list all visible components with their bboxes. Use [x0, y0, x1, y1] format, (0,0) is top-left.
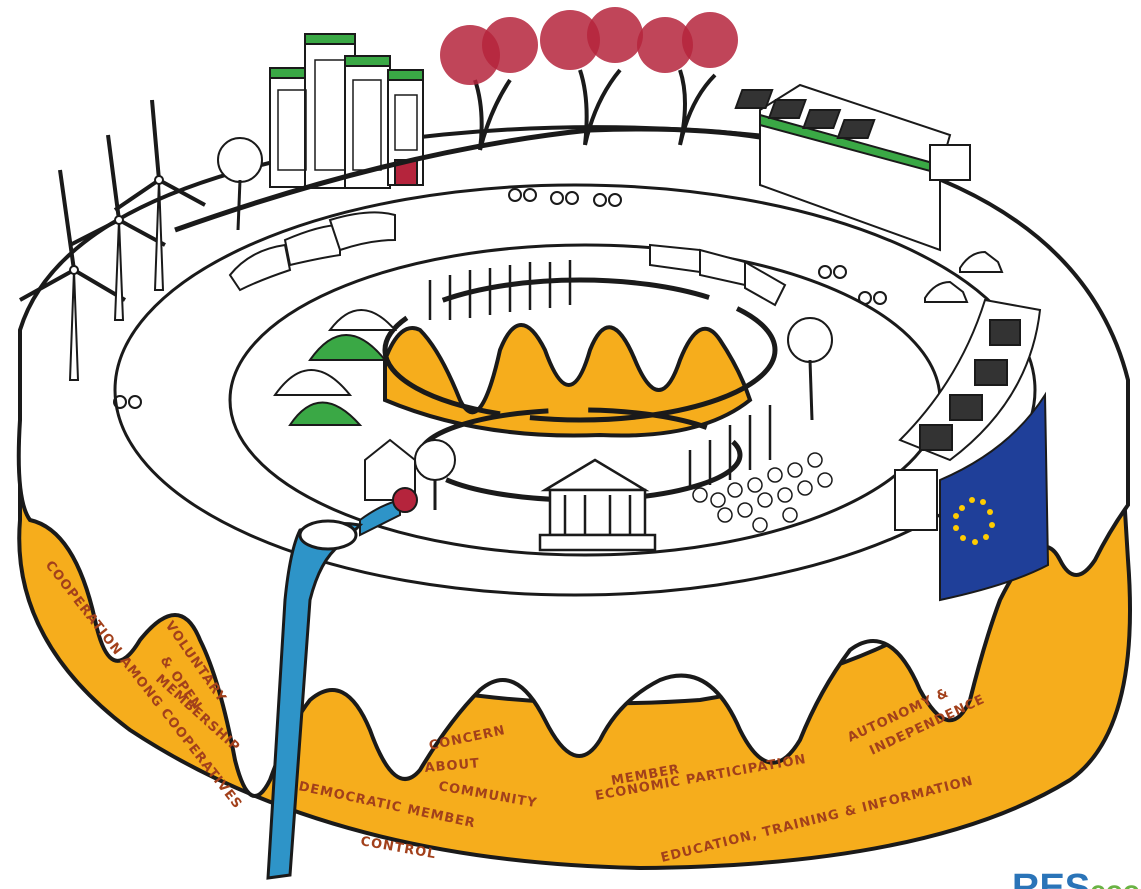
solar-panel-icon: [734, 89, 876, 139]
city-fence: [174, 126, 801, 233]
svg-text:REScoop: REScoop: [1012, 867, 1141, 889]
person-icon: [692, 487, 708, 503]
person-icon: [807, 452, 823, 468]
wheat-fields: [428, 260, 772, 490]
dome-house-icon: [327, 309, 398, 331]
window-grid: [277, 59, 418, 171]
wind-turbine-icon: [19, 169, 127, 381]
person-icon: [710, 492, 726, 508]
person-icon: [767, 467, 783, 483]
river: [266, 498, 401, 880]
bicycle-icon: [593, 193, 622, 207]
tree-icon: [217, 137, 263, 231]
tree-icon: [637, 12, 738, 146]
blossom-trees: [174, 7, 801, 233]
crowd: [692, 452, 833, 533]
logo-part1: RES: [1012, 867, 1090, 889]
wind-turbines: [19, 99, 206, 381]
tree-icon: [787, 317, 833, 421]
solar-panel-icon: [919, 319, 1021, 451]
wind-turbine-icon: [113, 99, 206, 291]
person-icon: [727, 482, 743, 498]
person-icon: [757, 492, 773, 508]
dome-house-icon: [273, 369, 353, 396]
wheat-icon: [688, 405, 772, 490]
logo-part2: coop: [1090, 875, 1141, 889]
person-icon: [747, 477, 763, 493]
train-icon: [649, 243, 787, 307]
bicycle-icon: [550, 191, 579, 205]
person-icon: [737, 502, 753, 518]
inner-hole: [383, 323, 753, 438]
tree-icon: [540, 7, 643, 146]
tree-icon: [440, 17, 538, 151]
bicycle-icon: [818, 265, 847, 279]
person-icon: [752, 517, 768, 533]
culvert: [298, 519, 358, 551]
train-icon: [228, 211, 396, 292]
person-icon: [817, 472, 833, 488]
wheat-icon: [428, 260, 572, 320]
person-icon: [777, 487, 793, 503]
outer-road: [113, 183, 1037, 597]
trains: [228, 211, 787, 307]
person-icon: [797, 480, 813, 496]
dome-houses: [273, 309, 398, 426]
bicycle-icon: [508, 188, 537, 202]
ticket-booth: [894, 469, 938, 531]
eu-flag-icon: [939, 391, 1050, 602]
solar-wall: [894, 298, 1050, 602]
rescoop-logo: REScoop: [1012, 867, 1141, 889]
person-icon: [717, 507, 733, 523]
car-icon: [959, 250, 1004, 273]
dome-house-icon: [288, 401, 363, 426]
cars: [924, 250, 1004, 303]
car-icon: [924, 280, 969, 303]
person-icon: [782, 507, 798, 523]
solar-house: [734, 83, 971, 252]
tree-icon: [414, 439, 456, 510]
label-concern-2: ABOUT: [424, 756, 481, 776]
inner-hole-rim: [382, 277, 778, 423]
bicycles: [113, 188, 887, 409]
bicycle-icon: [858, 291, 887, 305]
river-top: [359, 498, 401, 537]
bicycle-icon: [113, 395, 142, 409]
mill-house: [364, 438, 456, 513]
dome-house-icon: [308, 334, 388, 361]
person-icon: [787, 462, 803, 478]
temple-icon: [538, 458, 657, 552]
